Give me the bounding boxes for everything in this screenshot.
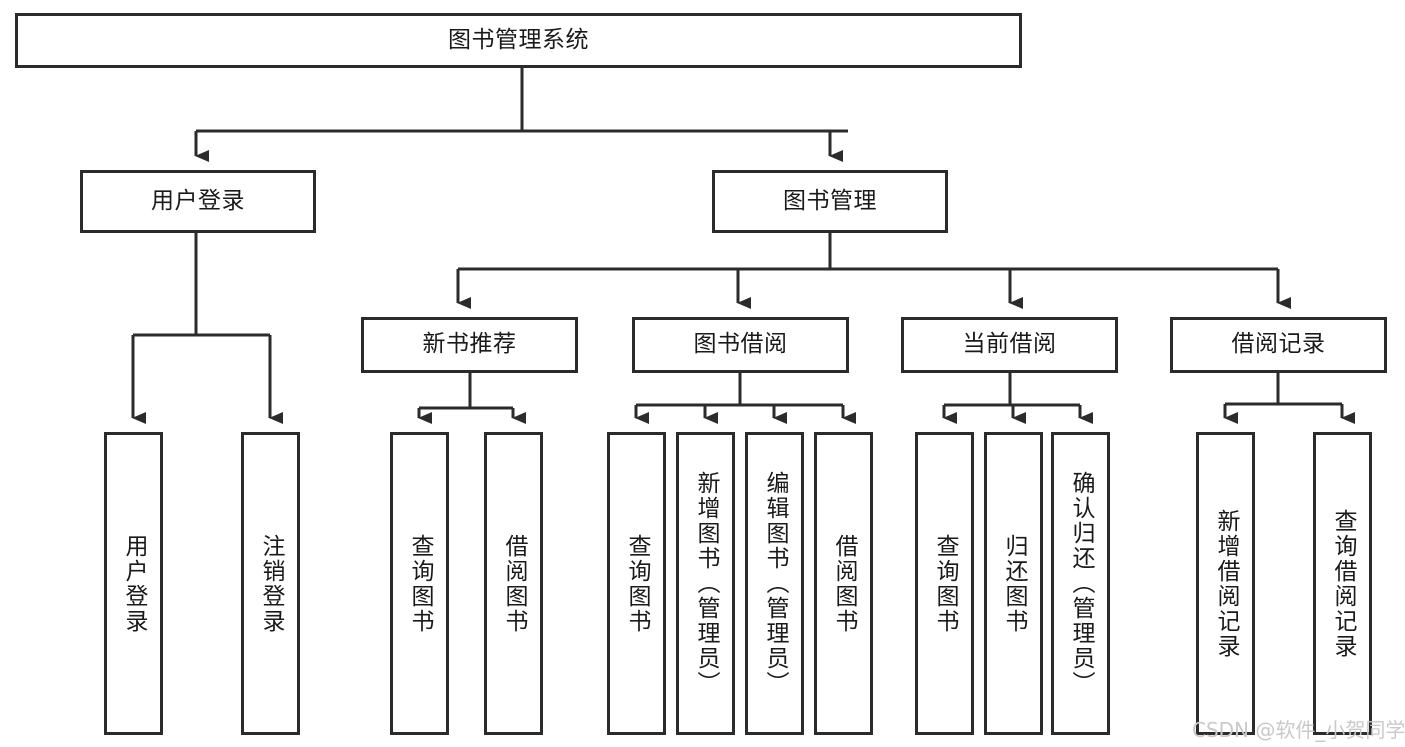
node-leaf-edit-book-label: 编辑图书（管理员） — [762, 471, 788, 696]
node-borrow-record-label: 借阅记录 — [1231, 331, 1326, 358]
node-leaf-user-login-label: 用户登录 — [121, 533, 147, 634]
csdn-watermark: CSDN @软件_小贺同学 — [1192, 718, 1405, 742]
node-leaf-query-book-1-label: 查询图书 — [407, 533, 433, 634]
node-root-label: 图书管理系统 — [448, 26, 589, 53]
node-leaf-query-book-1[interactable]: 查询图书 — [390, 432, 449, 735]
node-leaf-user-login[interactable]: 用户登录 — [104, 432, 163, 735]
node-leaf-query-book-3[interactable]: 查询图书 — [915, 432, 974, 735]
node-book-borrow-label: 图书借阅 — [693, 331, 788, 358]
node-leaf-add-record[interactable]: 新增借阅记录 — [1196, 432, 1255, 735]
node-leaf-borrow-book-2-label: 借阅图书 — [831, 533, 857, 634]
node-leaf-user-logout[interactable]: 注销登录 — [241, 432, 300, 735]
node-leaf-query-record-label: 查询借阅记录 — [1330, 508, 1356, 659]
node-leaf-borrow-book-1[interactable]: 借阅图书 — [484, 432, 543, 735]
node-leaf-return-book[interactable]: 归还图书 — [984, 432, 1043, 735]
node-leaf-add-book-label: 新增图书（管理员） — [693, 471, 719, 696]
node-leaf-add-book[interactable]: 新增图书（管理员） — [676, 432, 735, 735]
node-current-borrow-label: 当前借阅 — [962, 331, 1057, 358]
node-user-login-label: 用户登录 — [151, 187, 245, 214]
node-book-borrow[interactable]: 图书借阅 — [632, 317, 849, 373]
node-leaf-borrow-book-1-label: 借阅图书 — [501, 533, 527, 634]
node-leaf-edit-book[interactable]: 编辑图书（管理员） — [745, 432, 804, 735]
node-leaf-user-logout-label: 注销登录 — [258, 533, 284, 634]
node-leaf-query-book-3-label: 查询图书 — [932, 533, 958, 634]
node-leaf-query-book-2-label: 查询图书 — [624, 533, 650, 634]
node-leaf-add-record-label: 新增借阅记录 — [1213, 508, 1239, 659]
node-leaf-borrow-book-2[interactable]: 借阅图书 — [814, 432, 873, 735]
node-leaf-query-book-2[interactable]: 查询图书 — [607, 432, 666, 735]
node-new-book-recommend-label: 新书推荐 — [422, 331, 517, 358]
node-root[interactable]: 图书管理系统 — [15, 13, 1022, 68]
node-leaf-return-book-label: 归还图书 — [1001, 533, 1027, 634]
node-book-management[interactable]: 图书管理 — [712, 170, 948, 233]
node-new-book-recommend[interactable]: 新书推荐 — [361, 317, 578, 373]
node-current-borrow[interactable]: 当前借阅 — [901, 317, 1118, 373]
node-borrow-record[interactable]: 借阅记录 — [1170, 317, 1387, 373]
node-leaf-query-record[interactable]: 查询借阅记录 — [1313, 432, 1372, 735]
node-user-login[interactable]: 用户登录 — [80, 170, 316, 233]
node-leaf-confirm-return[interactable]: 确认归还（管理员） — [1051, 432, 1110, 735]
node-book-management-label: 图书管理 — [783, 187, 877, 214]
node-leaf-confirm-return-label: 确认归还（管理员） — [1068, 471, 1094, 696]
